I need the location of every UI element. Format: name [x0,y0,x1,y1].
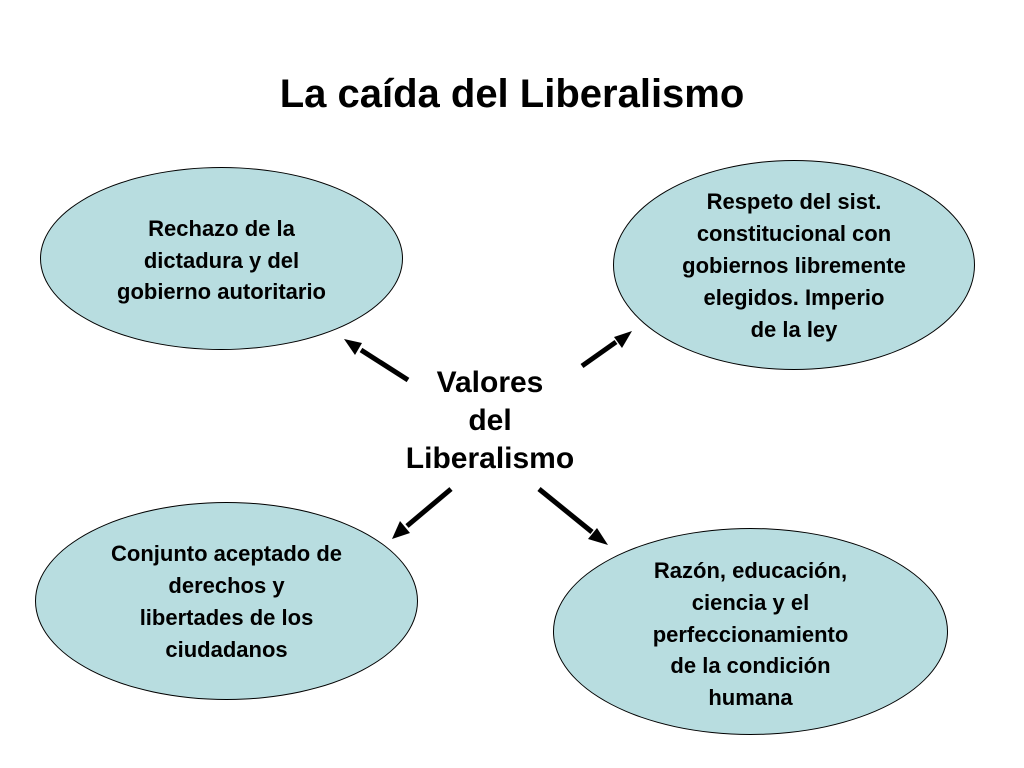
arrow-to-razon-head [588,528,608,545]
ellipse-derechos-libertades-text: Conjunto aceptado de derechos y libertad… [111,541,342,662]
ellipse-rechazo-dictadura: Rechazo de la dictadura y del gobierno a… [40,167,403,350]
arrow-to-razon-shaft [537,487,594,534]
ellipse-respeto-constitucional-text: Respeto del sist. constitucional con gob… [682,189,906,342]
arrow-to-rechazo-head [344,339,362,355]
arrow-to-respeto-shaft [580,339,618,369]
ellipse-derechos-libertades: Conjunto aceptado de derechos y libertad… [35,502,418,700]
arrow-to-conjunto-shaft [405,487,453,528]
ellipse-razon-educacion-text: Razón, educación, ciencia y el perfeccio… [652,557,849,711]
ellipse-rechazo-dictadura-text: Rechazo de la dictadura y del gobierno a… [117,215,326,305]
arrow-to-rechazo-shaft [359,347,410,383]
arrow-to-respeto-head [614,331,632,348]
slide-title: La caída del Liberalismo [279,72,745,116]
ellipse-respeto-constitucional: Respeto del sist. constitucional con gob… [613,160,975,370]
arrow-to-conjunto-head [392,521,410,539]
center-concept: Valores del Liberalismo [405,366,575,476]
ellipse-razon-educacion: Razón, educación, ciencia y el perfeccio… [553,528,948,735]
